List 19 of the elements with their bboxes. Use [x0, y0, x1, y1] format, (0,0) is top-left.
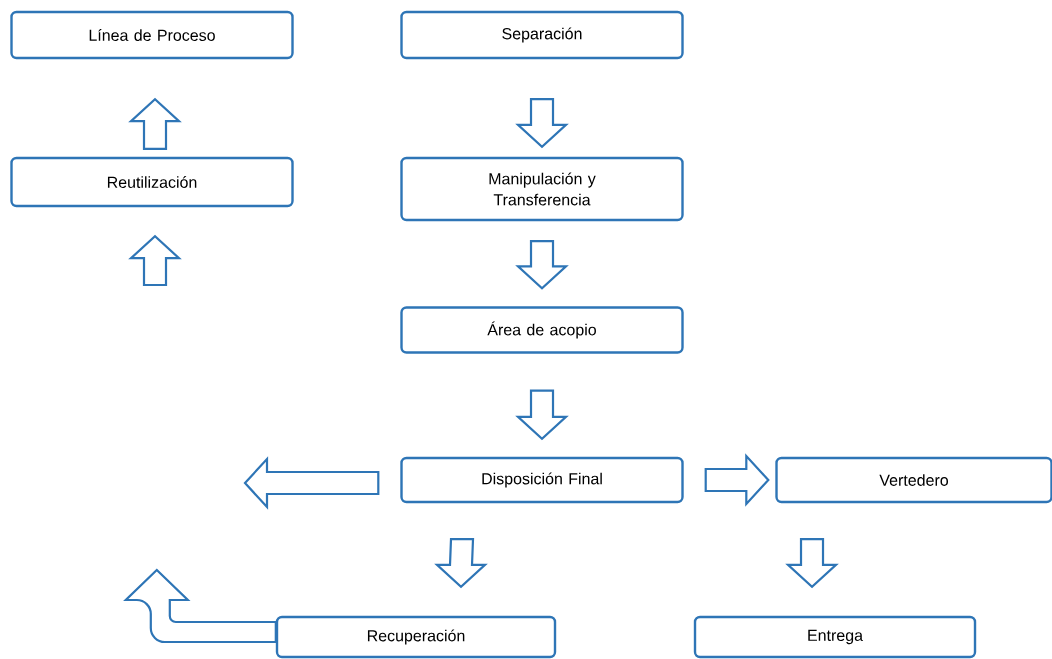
process-box: Disposición Final	[400, 456, 684, 504]
block-arrow	[515, 98, 569, 149]
block-arrow	[243, 456, 380, 510]
process-box: Recuperación	[275, 615, 557, 659]
block-arrow	[515, 389, 569, 441]
block-arrow	[434, 538, 488, 589]
process-box: Línea de Proceso	[10, 10, 294, 60]
block-arrow	[515, 240, 569, 290]
process-box: Vertedero	[775, 456, 1052, 504]
block-arrow	[128, 234, 182, 287]
block-arrow	[124, 568, 277, 644]
process-box: Entrega	[693, 615, 977, 659]
process-box: Área de acopio	[400, 306, 684, 354]
block-arrow	[704, 453, 770, 507]
process-box: Manipulación y Transferencia	[400, 156, 684, 222]
process-box: Separación	[400, 10, 684, 60]
process-box: Reutilización	[10, 156, 294, 208]
block-arrow	[785, 538, 839, 589]
block-arrow	[128, 97, 182, 150]
